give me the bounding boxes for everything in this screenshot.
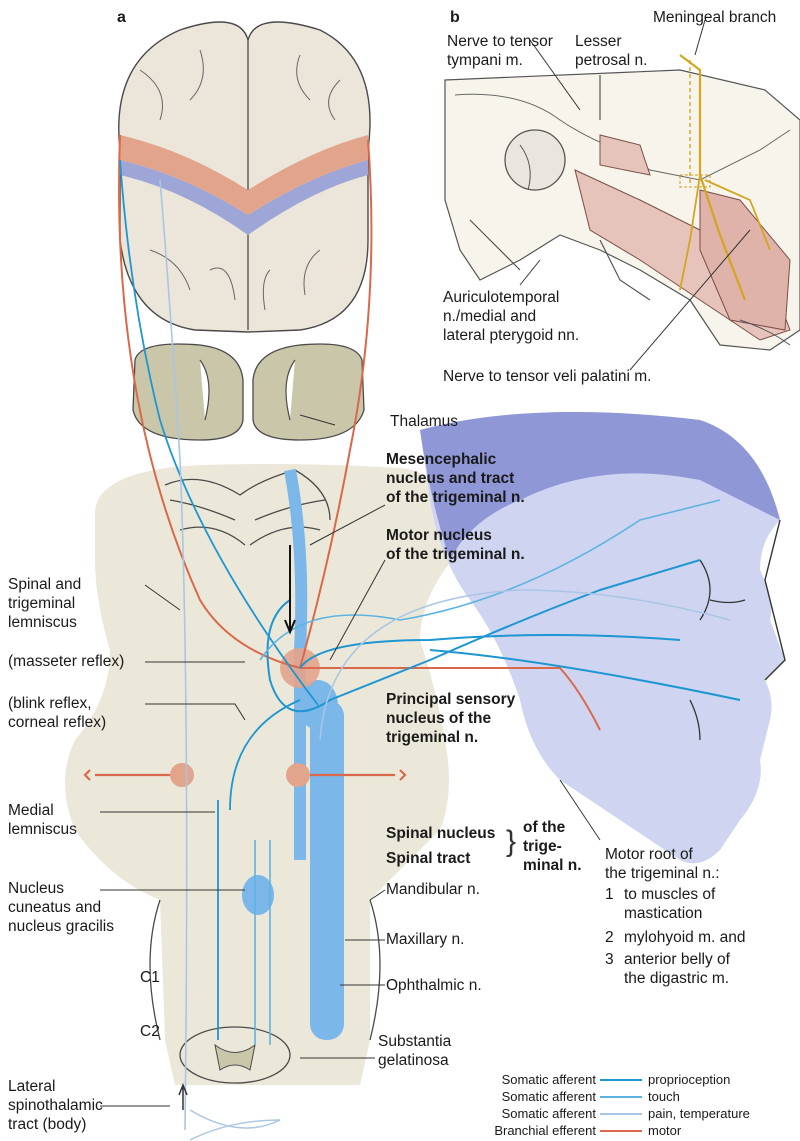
label-nucleus-cuneatus-3: nucleus gracilis [8, 917, 114, 936]
label-auriculotemporal-1: Auriculotemporal [443, 288, 559, 307]
label-c1: C1 [140, 968, 160, 987]
legend-kind-4: Branchial efferent [460, 1123, 596, 1139]
label-auriculotemporal-2: n./medial and [443, 307, 536, 326]
label-of-the-trigeminal-2: trige- [523, 837, 562, 856]
label-blink-reflex-1: (blink reflex, [8, 694, 92, 713]
label-thalamus: Thalamus [390, 412, 458, 431]
legend-lines [600, 1080, 642, 1131]
label-principal-sensory-3: trigeminal n. [386, 728, 478, 747]
label-motor-root-item-3-b: the digastric m. [624, 969, 729, 988]
label-spinal-lemniscus-2: trigeminal [8, 594, 75, 613]
brain-top-view [119, 22, 370, 332]
label-mesencephalic-1: Mesencephalic [386, 450, 496, 469]
label-blink-reflex-2: corneal reflex) [8, 713, 106, 732]
label-motor-root-2: the trigeminal n.: [605, 864, 720, 883]
label-spinal-nucleus: Spinal nucleus [386, 824, 495, 843]
label-auriculotemporal-3: lateral pterygoid nn. [443, 326, 579, 345]
label-motor-root-item-3-a: anterior belly of [624, 950, 730, 969]
label-principal-sensory-2: nucleus of the [386, 709, 491, 728]
label-c2: C2 [140, 1022, 160, 1041]
label-nerve-tensor-tympani-1: Nerve to tensor [447, 32, 553, 51]
label-masseter-reflex: (masseter reflex) [8, 652, 124, 671]
label-lesser-petrosal-2: petrosal n. [575, 51, 647, 70]
label-substantia-1: Substantia [378, 1032, 451, 1051]
legend-modality-3: pain, temperature [648, 1106, 750, 1122]
label-nucleus-cuneatus-1: Nucleus [8, 879, 64, 898]
label-lateral-spinothalamic-1: Lateral [8, 1077, 55, 1096]
label-mesencephalic-3: of the trigeminal n. [386, 488, 525, 507]
label-nucleus-cuneatus-2: cuneatus and [8, 898, 101, 917]
panel-label-b: b [450, 8, 460, 27]
label-mesencephalic-2: nucleus and tract [386, 469, 514, 488]
panel-label-a: a [117, 8, 126, 27]
label-nerve-tensor-tympani-2: tympani m. [447, 51, 523, 70]
label-lateral-spinothalamic-3: tract (body) [8, 1115, 86, 1134]
label-lesser-petrosal-1: Lesser [575, 32, 622, 51]
label-lateral-spinothalamic-2: spinothalamic [8, 1096, 103, 1115]
label-motor-root-item-3-num: 3 [605, 950, 614, 969]
legend-modality-2: touch [648, 1089, 680, 1105]
legend-modality-4: motor [648, 1123, 681, 1139]
label-nerve-tensor-veli: Nerve to tensor veli palatini m. [443, 367, 651, 386]
label-spinal-lemniscus-3: lemniscus [8, 613, 77, 632]
label-motor-root-item-2-num: 2 [605, 928, 614, 947]
thalamus-structure [133, 344, 364, 440]
label-of-the-trigeminal-1: of the [523, 818, 565, 837]
label-substantia-2: gelatinosa [378, 1051, 449, 1070]
label-ophthalmic: Ophthalmic n. [386, 976, 482, 995]
label-medial-lemniscus-1: Medial [8, 801, 54, 820]
legend-modality-1: proprioception [648, 1072, 730, 1088]
label-spinal-lemniscus-1: Spinal and [8, 575, 81, 594]
label-principal-sensory-1: Principal sensory [386, 690, 515, 709]
legend-kind-1: Somatic afferent [460, 1072, 596, 1088]
label-motor-root-item-1-num: 1 [605, 885, 614, 904]
label-motor-root-item-1-a: to muscles of [624, 885, 715, 904]
label-motor-root-item-2: mylohyoid m. and [624, 928, 745, 947]
label-motor-nucleus-2: of the trigeminal n. [386, 545, 525, 564]
label-motor-root-1: Motor root of [605, 845, 693, 864]
label-meningeal-branch: Meningeal branch [653, 8, 776, 27]
label-medial-lemniscus-2: lemniscus [8, 820, 77, 839]
label-mandibular: Mandibular n. [386, 880, 480, 899]
legend-kind-2: Somatic afferent [460, 1089, 596, 1105]
brace-symbol: } [506, 816, 516, 868]
label-motor-nucleus-1: Motor nucleus [386, 526, 492, 545]
label-motor-root-item-1-b: mastication [624, 904, 702, 923]
label-of-the-trigeminal-3: minal n. [523, 856, 582, 875]
legend-kind-3: Somatic afferent [460, 1106, 596, 1122]
label-maxillary: Maxillary n. [386, 930, 464, 949]
label-spinal-tract: Spinal tract [386, 849, 470, 868]
